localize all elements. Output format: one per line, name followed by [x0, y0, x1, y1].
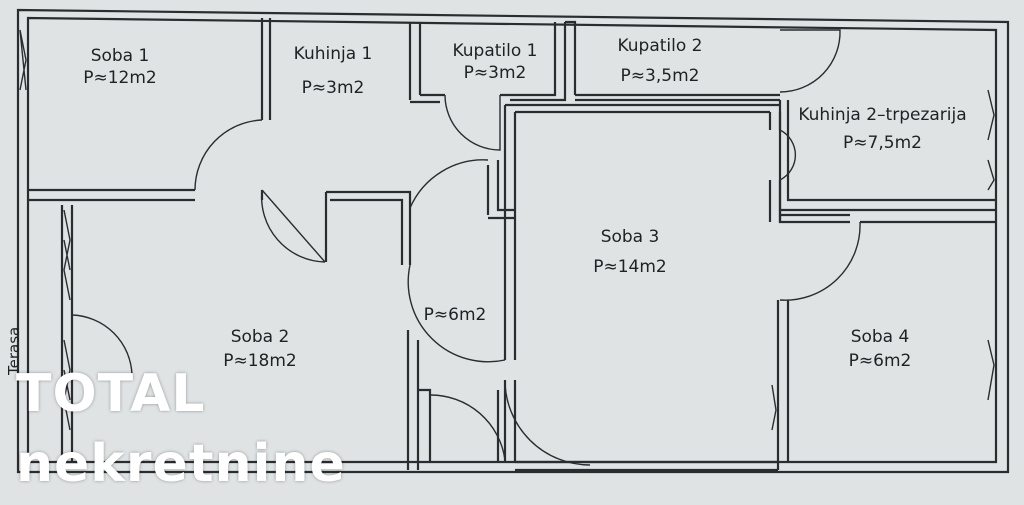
door-swing	[429, 394, 506, 461]
room-area: P≈7,5m2	[843, 133, 922, 153]
wall	[326, 190, 412, 265]
room-name: Soba 2	[230, 327, 290, 347]
room-area: P≈14m2	[593, 257, 667, 277]
room-name: Soba 1	[90, 46, 150, 66]
door-swing	[260, 189, 326, 263]
room-area: P≈12m2	[83, 68, 157, 88]
door-swing	[407, 264, 506, 363]
wall	[575, 93, 780, 102]
outer-wall-inner	[26, 16, 998, 464]
window	[987, 339, 995, 401]
room-area: P≈6m2	[848, 351, 912, 371]
wall	[408, 22, 422, 100]
door-swing	[779, 129, 797, 181]
door-swing	[779, 29, 841, 93]
window	[987, 89, 995, 191]
room-label-soba2: Soba 2 P≈18m2	[210, 326, 310, 372]
wall	[565, 20, 577, 95]
door-swing	[409, 159, 489, 209]
wall	[505, 103, 780, 114]
watermark-line2: nekretnine	[16, 434, 346, 494]
door-swing	[444, 94, 501, 151]
room-name: Kupatilo 1	[452, 41, 538, 61]
door-swing	[504, 379, 591, 466]
wall	[260, 18, 272, 120]
wall	[60, 205, 74, 462]
room-area: P≈3,5m2	[620, 66, 700, 86]
room-label-hall: P≈6m2	[410, 304, 500, 326]
wall	[406, 330, 420, 470]
wall	[418, 388, 432, 462]
wall	[778, 210, 850, 224]
room-label-kupatilo1: Kupatilo 1 P≈3m2	[440, 40, 550, 84]
room-label-kupatilo2: Kupatilo 2 P≈3,5m2	[600, 35, 720, 87]
room-label-soba1: Soba 1 P≈12m2	[70, 45, 170, 89]
window	[63, 209, 71, 301]
wall	[776, 300, 790, 470]
room-area: P≈18m2	[223, 351, 297, 371]
window	[63, 339, 71, 431]
wall	[28, 188, 195, 202]
room-area: P≈6m2	[423, 305, 487, 325]
room-name: Kuhinja 2–trpezarija	[798, 105, 967, 125]
window	[771, 384, 777, 431]
wall	[486, 160, 515, 220]
room-label-soba4: Soba 4 P≈6m2	[830, 326, 930, 372]
wall	[515, 460, 778, 472]
window	[19, 29, 27, 91]
wall	[500, 22, 567, 102]
room-label-kuhinja2: Kuhinja 2–trpezarija P≈7,5m2	[785, 104, 980, 154]
wall	[768, 180, 782, 222]
room-name: Kuhinja 1	[293, 44, 373, 64]
room-area: P≈3m2	[463, 63, 527, 83]
room-label-kuhinja1: Kuhinja 1 P≈3m2	[278, 43, 388, 99]
outer-wall	[16, 8, 1010, 474]
room-name: Soba 4	[850, 327, 910, 347]
room-label-soba3: Soba 3 P≈14m2	[580, 226, 680, 278]
wall	[503, 105, 517, 360]
door-swing	[71, 314, 133, 376]
wall	[410, 93, 445, 104]
room-name: Soba 3	[600, 227, 660, 247]
room-area: P≈3m2	[301, 78, 365, 98]
door-swing	[779, 221, 861, 301]
wall	[768, 112, 782, 130]
room-name: Kupatilo 2	[617, 36, 703, 56]
watermark-line1: TOTAL	[16, 364, 206, 424]
door-swing	[194, 119, 263, 191]
